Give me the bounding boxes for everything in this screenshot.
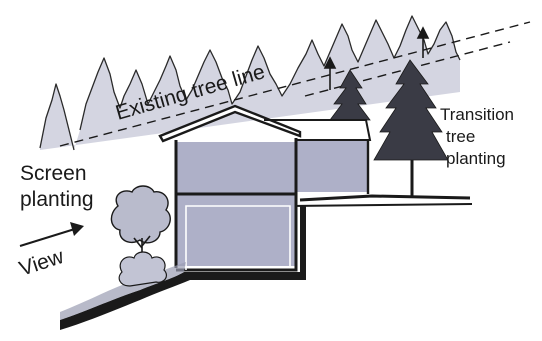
house-section (160, 106, 370, 270)
view-arrow (20, 222, 84, 246)
shrub-canopy (111, 186, 170, 243)
label-tree: tree (446, 127, 475, 146)
label-view: View (16, 245, 67, 281)
label-planting: planting (20, 188, 94, 211)
label-transition: Transition (440, 105, 514, 124)
house-rear-fill (296, 140, 368, 192)
label-tree-planting: planting (446, 149, 506, 168)
upper-ground-line-2 (290, 204, 472, 206)
screen-planting-shrub (111, 186, 170, 286)
view-arrow-shaft (20, 228, 78, 246)
upper-ground-line (300, 196, 470, 200)
view-arrow-head (70, 222, 84, 236)
low-shrub (119, 252, 166, 286)
house-main-fill (176, 142, 296, 266)
label-screen: Screen (20, 162, 87, 185)
